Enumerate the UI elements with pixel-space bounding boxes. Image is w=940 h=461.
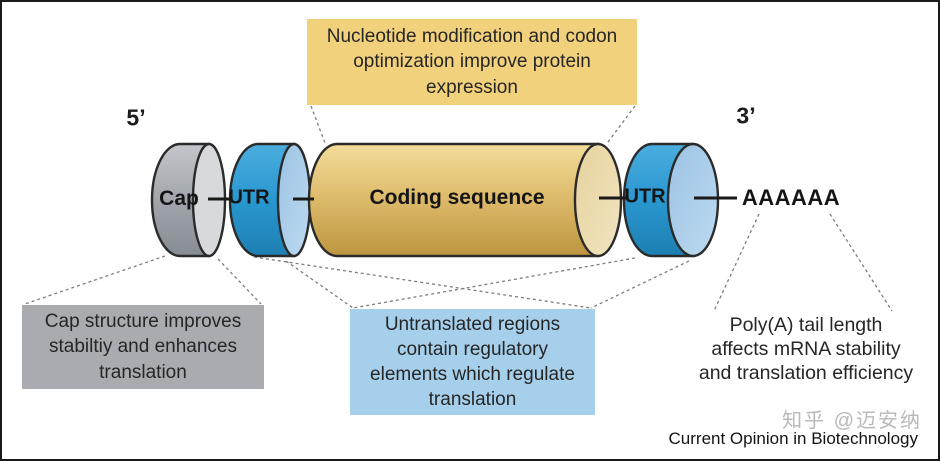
connector-cap-to-capbox-right <box>217 258 262 305</box>
connector-utr5-to-utrbox-left <box>285 260 354 309</box>
watermark: 知乎 @迈安纳 <box>782 410 922 432</box>
utr5-cylinder <box>228 142 312 258</box>
connector-cap-to-capbox-left <box>24 255 166 305</box>
connector-utr3-to-utrbox-left <box>352 257 636 309</box>
connector-polya-left <box>713 213 760 312</box>
annotation-untranslated-regions-text: Untranslated regions contain regulatory … <box>370 313 575 411</box>
connector-utr5-to-utrbox-right <box>253 256 592 309</box>
poly-a-tail-label: AAAAAA <box>741 185 841 210</box>
annotation-poly-a-tail: Poly(A) tail length affects mRNA stabili… <box>688 313 924 387</box>
utr3-segment-label: UTR <box>624 185 666 208</box>
annotation-codon-optimization-text: Nucleotide modification and codon optimi… <box>326 26 618 98</box>
annotation-untranslated-regions: Untranslated regions contain regulatory … <box>350 309 595 415</box>
annotation-codon-optimization: Nucleotide modification and codon optimi… <box>307 19 637 105</box>
connector-utr3-to-utrbox-right <box>590 260 690 309</box>
coding-cylinder-body <box>307 142 600 258</box>
cap-segment-label: Cap <box>159 187 199 210</box>
source-citation: Current Opinion in Biotechnology <box>668 429 918 448</box>
three-prime-label: 3’ <box>736 102 756 129</box>
coding-sequence-label: Coding sequence <box>369 186 545 209</box>
annotation-cap-structure: Cap structure improves stabiltiy and enh… <box>22 305 264 389</box>
coding-cylinder-face <box>573 142 623 258</box>
annotation-cap-structure-text: Cap structure improves stabiltiy and enh… <box>44 311 242 383</box>
connector-codonbox-to-coding-left <box>310 105 326 144</box>
utr5-segment-label: UTR <box>228 186 270 209</box>
segment-linkers <box>208 196 737 201</box>
connector-lines <box>24 105 893 312</box>
annotation-poly-a-tail-text: Poly(A) tail length affects mRNA stabili… <box>698 314 914 384</box>
coding-sequence-cylinder <box>307 142 623 258</box>
five-prime-label: 5’ <box>126 104 146 131</box>
utr3-cylinder <box>622 142 720 258</box>
connector-polya-right <box>829 213 893 312</box>
utr5-cylinder-body <box>228 142 296 258</box>
connector-codonbox-to-coding-right <box>607 105 636 143</box>
utr3-cylinder-face <box>666 142 720 258</box>
